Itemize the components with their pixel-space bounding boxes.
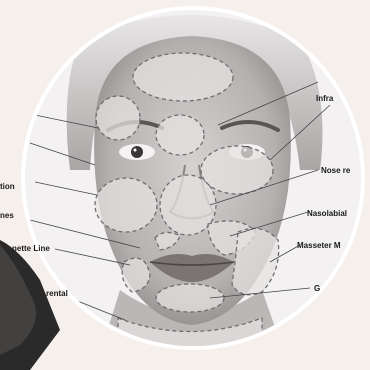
glabella-zone xyxy=(156,115,204,155)
label-mental: rental xyxy=(46,290,68,298)
label-infraorbital: Infra xyxy=(316,95,333,103)
label-marionette: nette Line xyxy=(12,245,50,253)
left-temple-zone xyxy=(96,96,140,140)
label-nasolabial: Nasolabial xyxy=(307,210,347,218)
left-cheek-zone xyxy=(95,178,157,232)
right-under-eye-zone xyxy=(201,146,273,194)
label-lips-left: tion xyxy=(0,183,15,191)
label-nose: Nose re xyxy=(321,167,350,175)
forehead-zone xyxy=(133,53,233,101)
label-masseter: Masseter M xyxy=(297,242,341,250)
label-cheek-left: nes xyxy=(0,212,14,220)
label-chin-right: G xyxy=(314,285,320,293)
